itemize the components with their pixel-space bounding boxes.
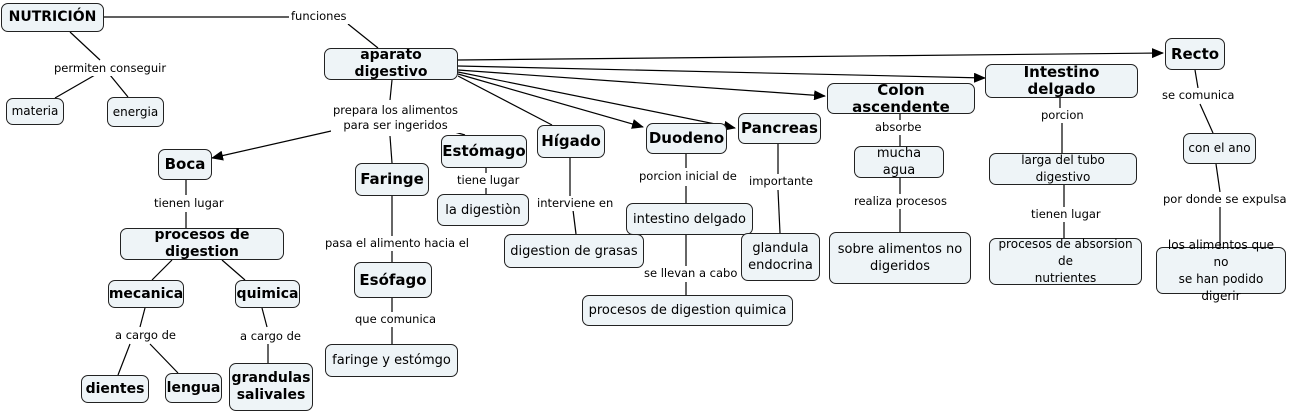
concept-glandula-line1: glandula bbox=[752, 241, 809, 256]
link-se-llevan-a-cabo: se llevan a cabo bbox=[642, 266, 740, 281]
concept-alimentos-line1: los alimentos que no bbox=[1167, 237, 1275, 269]
concept-grandulas-line1: grandulas bbox=[231, 370, 311, 386]
link-que-comunica: que comunica bbox=[353, 312, 439, 327]
concept-mecanica[interactable]: mecanica bbox=[108, 280, 184, 308]
concept-materia[interactable]: materia bbox=[6, 98, 64, 125]
concept-recto[interactable]: Recto bbox=[1165, 38, 1225, 70]
concept-procesos-quimica[interactable]: procesos de digestion quimica bbox=[582, 295, 793, 326]
concept-colon-ascendente[interactable]: Colon ascendente bbox=[827, 81, 975, 115]
concept-boca[interactable]: Boca bbox=[158, 149, 212, 180]
concept-nutricion[interactable]: NUTRICIÓN bbox=[1, 3, 104, 32]
link-prepara-line2: para ser ingeridos bbox=[343, 118, 448, 132]
concept-estomago[interactable]: Estómago bbox=[441, 135, 527, 168]
concept-grandulas-line2: salivales bbox=[236, 387, 306, 403]
link-permiten-conseguir: permiten conseguir bbox=[52, 61, 169, 76]
link-realiza-procesos: realiza procesos bbox=[852, 194, 949, 209]
link-absorbe: absorbe bbox=[873, 120, 924, 135]
link-funciones: funciones bbox=[289, 9, 349, 24]
link-tiene-lugar: tiene lugar bbox=[455, 173, 522, 188]
link-porcion: porcion bbox=[1039, 108, 1086, 123]
concept-absorsion-line1: procesos de absorsion de bbox=[998, 237, 1133, 268]
concept-grandulas-salivales[interactable]: grandulas salivales bbox=[229, 363, 313, 411]
link-pasa-el-alimento: pasa el alimento hacia el bbox=[323, 236, 471, 251]
concept-sobre-alimentos[interactable]: sobre alimentos no digeridos bbox=[829, 232, 971, 284]
concept-sobre-alimentos-line1: sobre alimentos no bbox=[837, 242, 963, 257]
concept-pancreas[interactable]: Pancreas bbox=[738, 113, 821, 144]
link-a-cargo-de-1: a cargo de bbox=[113, 328, 178, 343]
concept-alimentos-line2: se han podido digerir bbox=[1178, 271, 1264, 303]
concept-sobre-alimentos-line2: digeridos bbox=[869, 259, 931, 274]
link-tienen-lugar-2: tienen lugar bbox=[1029, 207, 1103, 222]
concept-intestino-delgado-lower[interactable]: intestino delgado bbox=[626, 203, 753, 235]
concept-digestion-grasas[interactable]: digestion de grasas bbox=[504, 234, 644, 268]
link-a-cargo-de-2: a cargo de bbox=[238, 329, 303, 344]
concept-dientes[interactable]: dientes bbox=[81, 375, 149, 403]
link-se-comunica: se comunica bbox=[1160, 88, 1237, 103]
concept-la-digestion[interactable]: la digestiòn bbox=[437, 194, 529, 226]
concept-higado[interactable]: Hígado bbox=[537, 125, 605, 158]
concept-energia[interactable]: energia bbox=[107, 97, 164, 127]
concept-procesos-digestion[interactable]: procesos de digestion bbox=[120, 227, 284, 260]
concept-glandula-line2: endocrina bbox=[748, 258, 813, 273]
concept-quimica[interactable]: quimica bbox=[235, 280, 300, 308]
concept-glandula-endocrina[interactable]: glandula endocrina bbox=[741, 233, 820, 281]
link-prepara-line1: prepara los alimentos bbox=[333, 103, 459, 117]
concept-procesos-absorsion[interactable]: procesos de absorsion de nutrientes bbox=[989, 237, 1142, 285]
link-importante: importante bbox=[747, 174, 815, 189]
link-porcion-inicial: porcion inicial de bbox=[637, 169, 739, 184]
concept-duodeno[interactable]: Duodeno bbox=[646, 123, 727, 154]
concept-mucha-agua[interactable]: mucha agua bbox=[854, 146, 944, 178]
concept-faringe[interactable]: Faringe bbox=[355, 163, 429, 196]
concept-lengua[interactable]: lengua bbox=[165, 373, 222, 403]
concept-aparato-digestivo[interactable]: aparato digestivo bbox=[324, 47, 458, 80]
concept-intestino-delgado[interactable]: Intestino delgado bbox=[985, 64, 1138, 98]
concept-alimentos-no-digerir[interactable]: los alimentos que no se han podido diger… bbox=[1156, 238, 1286, 303]
concept-con-el-ano[interactable]: con el ano bbox=[1183, 133, 1256, 164]
link-por-donde-se-expulsa: por donde se expulsa bbox=[1161, 192, 1289, 207]
concept-absorsion-line2: nutrientes bbox=[1034, 271, 1097, 285]
link-interviene-en: interviene en bbox=[535, 196, 616, 211]
concept-esofago[interactable]: Esófago bbox=[354, 262, 432, 298]
concept-larga-tubo[interactable]: larga del tubo digestivo bbox=[989, 153, 1137, 185]
link-prepara: prepara los alimentos para ser ingeridos bbox=[331, 103, 461, 133]
link-tienen-lugar: tienen lugar bbox=[152, 196, 226, 211]
concept-faringe-estomgo[interactable]: faringe y estómgo bbox=[325, 344, 458, 377]
